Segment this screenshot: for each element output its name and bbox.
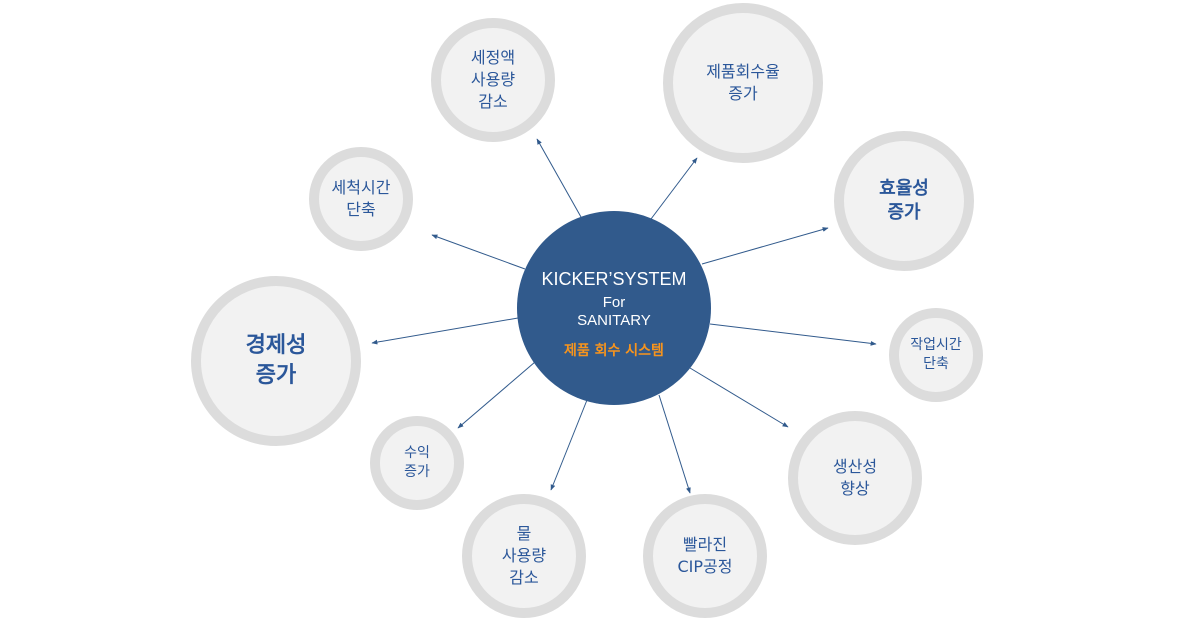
hub-subtitle: 제품 회수 시스템 <box>564 343 664 359</box>
benefit-label: 제품회수율 <box>706 62 780 81</box>
hub-line-sanitary: SANITARY <box>577 312 651 329</box>
arrow-cleaning-fluid <box>536 138 582 218</box>
arrow-economy <box>371 317 519 345</box>
benefit-label: 증가 <box>404 464 430 480</box>
benefit-label: 세척시간 <box>331 178 391 197</box>
hub-title: KICKER’SYSTEM <box>541 269 687 289</box>
arrow-productivity <box>689 367 789 428</box>
benefit-label: 사용량 <box>470 70 516 89</box>
benefit-label: 감소 <box>509 568 539 587</box>
benefit-label: CIP공정 <box>677 557 733 576</box>
benefit-faster-cip-process: 빨라진 CIP공정 <box>643 494 767 618</box>
arrow-work-time <box>709 323 877 346</box>
benefit-label: 감소 <box>478 92 508 111</box>
benefit-label: 빨라진 <box>682 535 728 554</box>
arrow-efficiency <box>701 227 829 265</box>
hub-line-for: For <box>602 294 626 311</box>
benefit-label: 향상 <box>840 479 870 498</box>
arrow-water <box>550 399 588 491</box>
benefit-label: 수익 <box>404 445 430 461</box>
kicker-system-hub: KICKER’SYSTEM For SANITARY 제품 회수 시스템 <box>517 211 711 405</box>
benefit-label: 경제성 <box>245 333 307 358</box>
benefit-label: 증가 <box>728 84 758 103</box>
benefit-label: 단축 <box>923 356 949 372</box>
arrow-profit <box>457 361 536 429</box>
arrow-product-recovery <box>650 157 698 220</box>
benefit-label: 효율성 <box>879 178 929 199</box>
benefit-label: 증가 <box>255 363 297 388</box>
benefit-label: 작업시간 <box>910 337 962 353</box>
benefit-label: 증가 <box>887 202 921 223</box>
benefit-label: 생산성 <box>832 457 878 476</box>
arrow-cleaning-time <box>431 234 526 270</box>
benefit-label: 물 <box>516 524 532 543</box>
benefit-label: 사용량 <box>501 546 547 565</box>
arrow-cip <box>658 394 691 494</box>
benefit-label-group: 빨라진 CIP공정 <box>678 534 733 578</box>
benefit-label: 단축 <box>346 200 376 219</box>
benefit-label: 세정액 <box>470 48 516 67</box>
